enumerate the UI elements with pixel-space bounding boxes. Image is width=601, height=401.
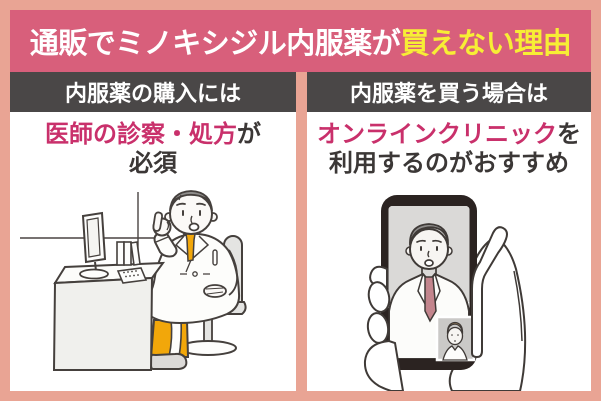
self-view-inset [435, 315, 476, 362]
left-panel-line1: 医師の診察・処方が [10, 120, 296, 149]
desk [52, 211, 166, 371]
smartphone-video-call-illustration [363, 195, 527, 391]
title-normal-text: 通販でミノキシジル内服薬が [29, 28, 401, 60]
page-title: 通販でミノキシジル内服薬が買えない理由 [30, 20, 572, 62]
right-panel-line2: 利用するのがおすすめ [329, 150, 569, 178]
pointing-finger [152, 211, 163, 232]
left-accent-text: 医師の診察・処方 [45, 121, 237, 148]
left-panel-line2: 必須 [129, 150, 177, 178]
right-panel-line1: オンラインクリニックを [307, 120, 591, 149]
monitor [79, 211, 109, 280]
left-rest-text: が [237, 121, 261, 148]
doctor-tie [185, 233, 196, 262]
doctor-figure [143, 190, 241, 370]
title-bar: 通販でミノキシジル内服薬が買えない理由 [10, 10, 591, 72]
books [116, 241, 141, 266]
left-panel-header: 内服薬の購入には [10, 72, 296, 112]
keyboard [116, 267, 148, 284]
right-panel: 内服薬を買う場合は オンラインクリニックを 利用するのがおすすめ [307, 72, 591, 391]
doctor-on-screen [388, 206, 470, 359]
thumb [471, 226, 508, 359]
right-panel-header: 内服薬を買う場合は [307, 72, 591, 112]
left-panel-text: 医師の診察・処方が 必須 [10, 120, 296, 179]
on-screen-doctor-tie [424, 276, 437, 323]
doctor-at-desk-illustration [20, 190, 247, 371]
right-rest-text: を [557, 121, 581, 148]
title-highlight-text: 買えない理由 [400, 28, 572, 60]
hand-fingers [363, 226, 508, 391]
right-panel-text: オンラインクリニックを 利用するのがおすすめ [307, 120, 591, 179]
left-panel: 内服薬の購入には 医師の診察・処方が 必須 [10, 72, 296, 391]
right-accent-text: オンラインクリニック [317, 121, 557, 148]
